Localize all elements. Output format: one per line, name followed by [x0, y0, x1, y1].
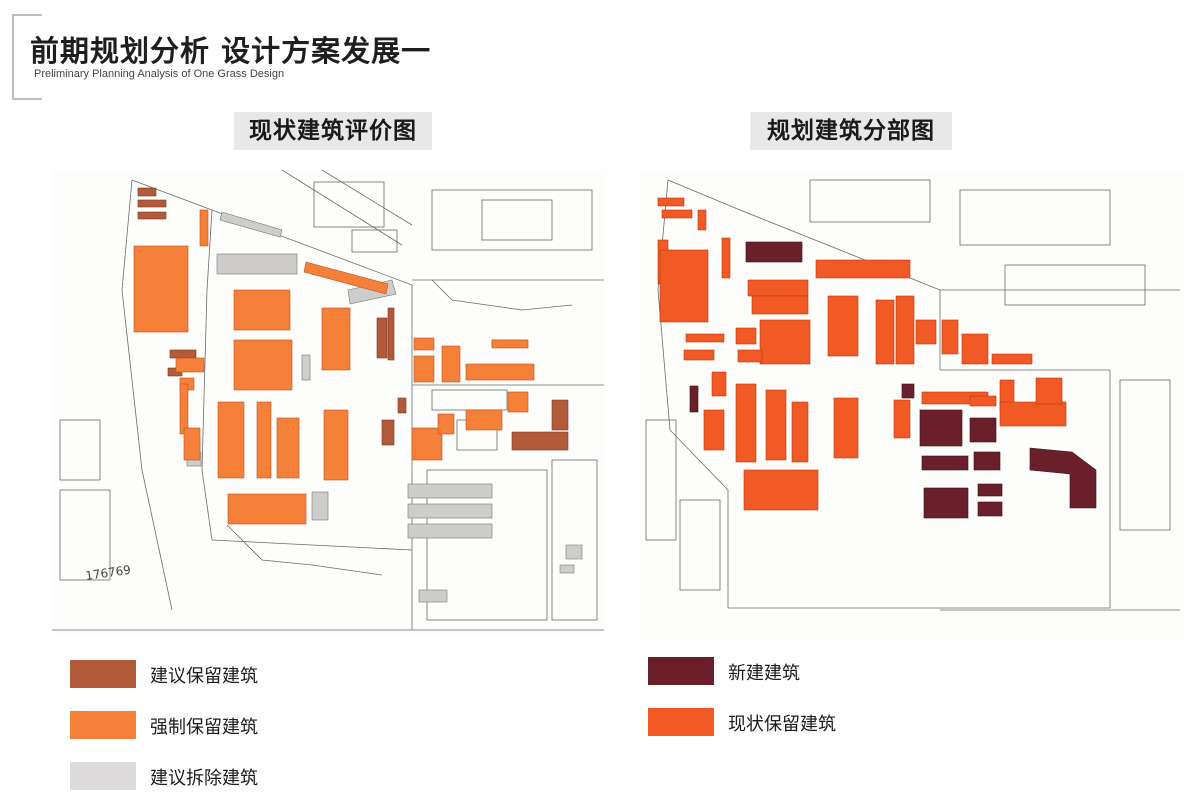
legend-item-new-building: 新建建筑 [648, 657, 888, 687]
legend-item-mandatory-retain: 强制保留建筑 [70, 711, 310, 741]
legend-swatch-new-building [648, 657, 714, 685]
planned-building-distribution-map [640, 170, 1184, 640]
handwritten-note: 176769 [84, 563, 131, 583]
legend-label-existing-retained: 现状保留建筑 [728, 714, 836, 735]
planned-distribution-drawing [645, 179, 1180, 611]
mandatory-retain-buildings [133, 209, 535, 525]
existing-building-evaluation-map: 176769 [52, 170, 606, 634]
legend-label-suggest-demolish: 建议拆除建筑 [150, 768, 258, 789]
legend-swatch-mandatory-retain [70, 711, 136, 739]
legend-label-new-building: 新建建筑 [728, 663, 800, 684]
legend-label-mandatory-retain: 强制保留建筑 [150, 717, 258, 738]
legend-swatch-existing-retained [648, 708, 714, 736]
legend-swatch-suggest-demolish [70, 762, 136, 790]
legend-item-existing-retained: 现状保留建筑 [648, 708, 888, 738]
legend-item-suggest-demolish: 建议拆除建筑 [70, 762, 310, 792]
new-buildings [689, 241, 1097, 519]
demolish-buildings [186, 211, 583, 603]
suggest-retain-buildings [137, 187, 569, 451]
page-subtitle: Preliminary Planning Analysis of One Gra… [34, 68, 285, 80]
existing-evaluation-drawing: 176769 [52, 170, 604, 631]
legend-item-suggest-retain: 建议保留建筑 [70, 660, 310, 690]
header-bracket [12, 14, 42, 100]
page-title: 前期规划分析 设计方案发展一 [30, 34, 432, 68]
left-panel-title: 现状建筑评价图 [234, 112, 432, 150]
site-linework [52, 170, 604, 631]
legend-label-suggest-retain: 建议保留建筑 [150, 666, 258, 687]
legend-swatch-suggest-retain [70, 660, 136, 688]
right-panel-title: 规划建筑分部图 [750, 112, 952, 150]
existing-retained-buildings [657, 197, 1067, 511]
